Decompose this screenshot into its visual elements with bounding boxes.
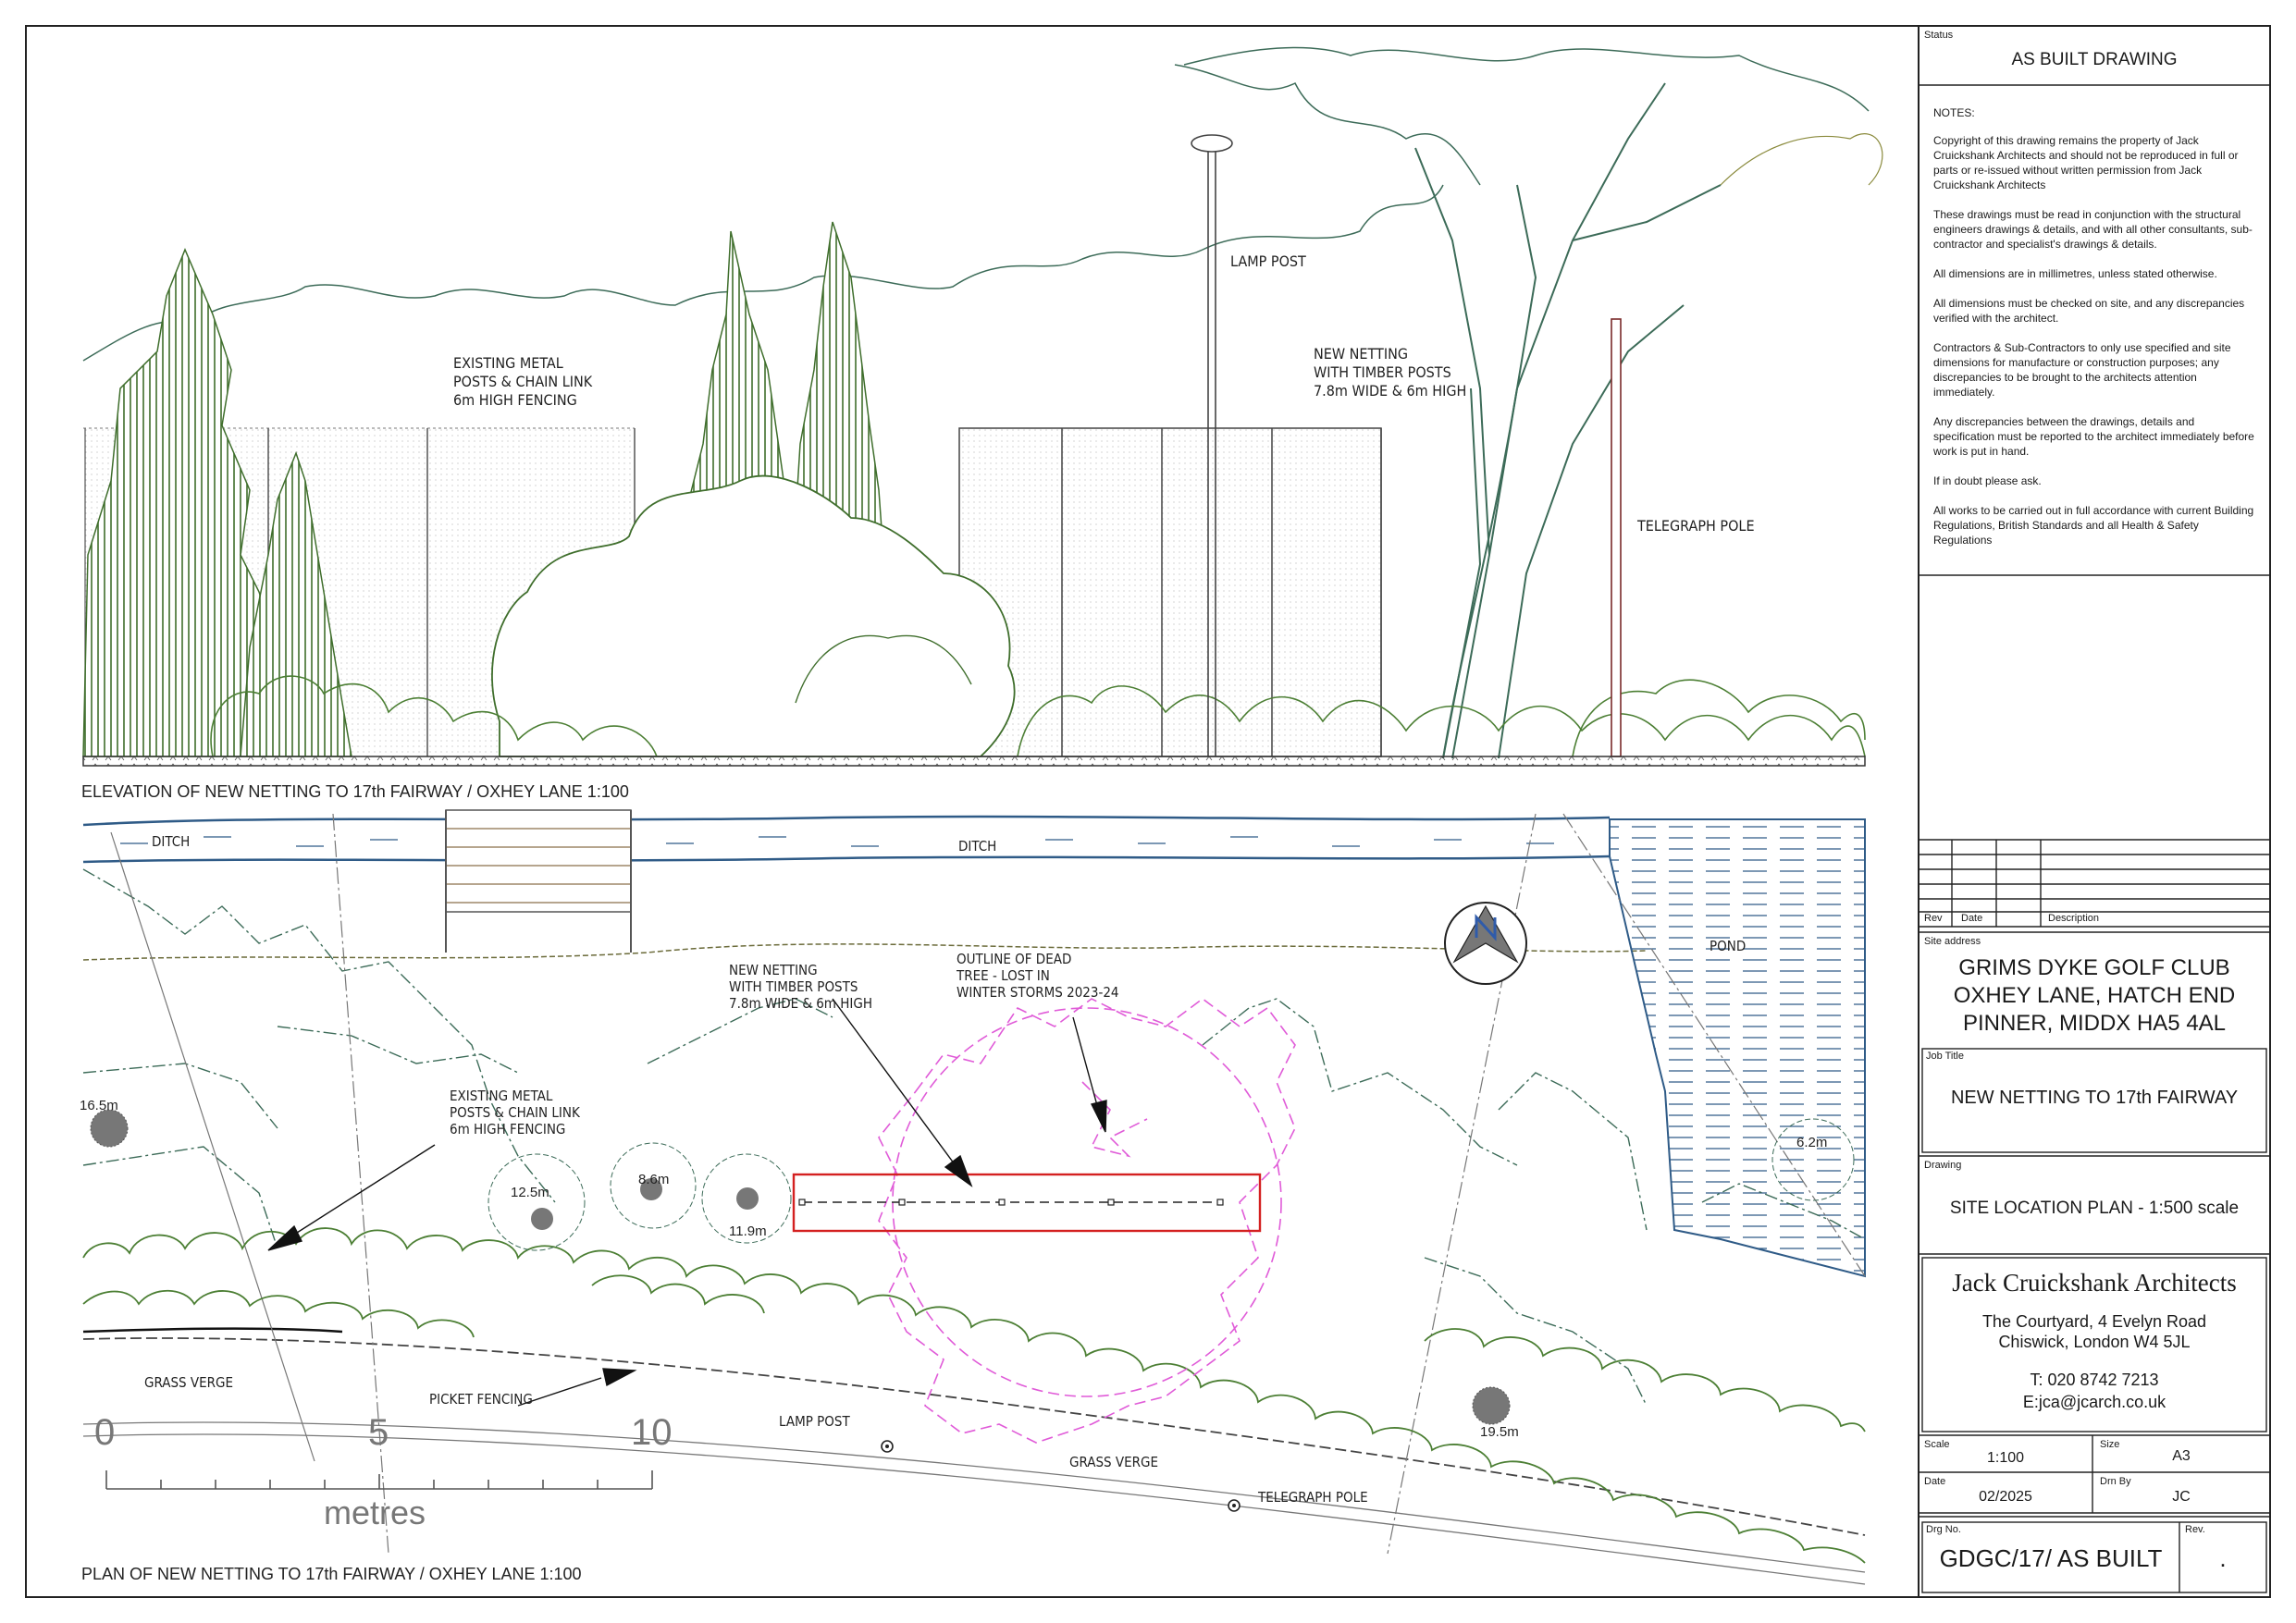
firm-phone: T: 020 8742 7213 [2030, 1371, 2159, 1389]
plan-label-existing-1: EXISTING METAL [450, 1088, 553, 1104]
title-block-frame [1919, 84, 2270, 1593]
sheet-border [25, 25, 2271, 1598]
note-4: All dimensions must be checked on site, … [1933, 297, 2245, 325]
firm-email: E:jca@jcarch.co.uk [2022, 1393, 2166, 1411]
plan-label-new-1: NEW NETTING [729, 962, 818, 978]
rev-value: . [2219, 1544, 2227, 1572]
elevation-caption: ELEVATION OF NEW NETTING TO 17th FAIRWAY… [81, 782, 629, 801]
firm-address: The Courtyard, 4 Evelyn Road Chiswick, L… [1922, 1311, 2266, 1352]
plan-view [82, 809, 1866, 1585]
note-5: Contractors & Sub-Contractors to only us… [1933, 341, 2231, 399]
elevation-label-new-3: 7.8m WIDE & 6m HIGH [1314, 382, 1466, 400]
elevation-label-new-1: NEW NETTING [1314, 345, 1408, 363]
job-title-label: Job Title [1926, 1051, 1964, 1062]
picket-fencing-label: PICKET FENCING [429, 1391, 533, 1408]
note-8: All works to be carried out in full acco… [1933, 504, 2254, 547]
new-netting-plan [792, 1173, 1262, 1233]
firm-address-line-1: The Courtyard, 4 Evelyn Road [1981, 1312, 2207, 1331]
date-column-header: Date [1961, 913, 1983, 924]
plan-label-new-2: WITH TIMBER POSTS [729, 978, 858, 995]
ditch-label-1: DITCH [152, 833, 190, 850]
note-3: All dimensions are in millimetres, unles… [1933, 267, 2217, 280]
note-2: These drawings must be read in conjuncti… [1933, 208, 2253, 251]
site-address: GRIMS DYKE GOLF CLUB OXHEY LANE, HATCH E… [1919, 954, 2270, 1038]
plan-label-existing-2: POSTS & CHAIN LINK [450, 1104, 581, 1121]
tree-height-6: 19.5m [1480, 1424, 1519, 1440]
status-label: Status [1924, 30, 1954, 41]
pond-label: POND [1710, 938, 1746, 954]
job-title: NEW NETTING TO 17th FAIRWAY [1950, 1088, 2239, 1108]
ditch-label-2: DITCH [958, 838, 996, 855]
drawing-title: SITE LOCATION PLAN - 1:500 scale [1949, 1199, 2240, 1218]
drg-no-value: GDGC/17/ AS BUILT [1939, 1544, 2163, 1572]
status-value: AS BUILT DRAWING [2011, 50, 2178, 69]
tree-height-4: 11.9m [729, 1223, 767, 1239]
grass-verge-label-2: GRASS VERGE [1069, 1454, 1158, 1470]
elevation-label-new-2: WITH TIMBER POSTS [1314, 363, 1451, 381]
plan-label-existing-3: 6m HIGH FENCING [450, 1121, 565, 1137]
rev-column-header: Rev [1924, 913, 1943, 924]
firm-name: Jack Cruickshank Architects [1952, 1269, 2237, 1297]
drn-by-label: Drn By [2100, 1476, 2131, 1487]
site-address-label: Site address [1924, 936, 1981, 947]
note-1: Copyright of this drawing remains the pr… [1933, 134, 2239, 191]
drn-by-value: JC [2172, 1489, 2191, 1505]
lamp-post-label: LAMP POST [779, 1413, 850, 1430]
tree-height-5: 6.2m [1796, 1135, 1827, 1150]
note-7: If in doubt please ask. [1933, 474, 2042, 487]
plan-label-dead-2: TREE - LOST IN [956, 967, 1050, 984]
note-6: Any discrepancies between the drawings, … [1933, 415, 2254, 458]
plan-caption: PLAN OF NEW NETTING TO 17th FAIRWAY / OX… [81, 1565, 582, 1583]
north-arrow [1444, 902, 1527, 985]
tree-height-3: 8.6m [638, 1172, 669, 1187]
size-value: A3 [2172, 1448, 2191, 1464]
site-address-line-2: OXHEY LANE, HATCH END [1953, 983, 2236, 1008]
tree-height-2: 12.5m [511, 1185, 549, 1200]
firm-address-line-2: Chiswick, London W4 5JL [1998, 1333, 2191, 1351]
elevation-label-lamp: LAMP POST [1230, 252, 1306, 270]
size-label: Size [2100, 1439, 2120, 1450]
scale-tick-0: 0 [94, 1412, 115, 1453]
drawing-label: Drawing [1924, 1160, 1962, 1171]
scale-tick-5: 5 [368, 1412, 389, 1453]
site-address-line-3: PINNER, MIDDX HA5 4AL [1962, 1011, 2227, 1036]
date-value: 02/2025 [1979, 1489, 2032, 1505]
elevation-label-existing-3: 6m HIGH FENCING [453, 391, 577, 409]
telegraph-pole-elevation [1611, 318, 1622, 757]
grass-verge-label-1: GRASS VERGE [144, 1374, 233, 1391]
elevation-label-existing-2: POSTS & CHAIN LINK [453, 373, 593, 390]
site-address-line-1: GRIMS DYKE GOLF CLUB [1958, 955, 2230, 980]
scale-unit: metres [324, 1494, 426, 1531]
elevation-view [82, 46, 1883, 767]
elevation-label-existing-1: EXISTING METAL [453, 354, 563, 372]
date-label: Date [1924, 1476, 1946, 1487]
scale-tick-10: 10 [631, 1412, 673, 1453]
tree-height-1: 16.5m [80, 1098, 118, 1113]
plan-label-new-3: 7.8m WIDE & 6m HIGH [729, 995, 872, 1012]
lamp-post-elevation [1191, 134, 1233, 756]
scale-value: 1:100 [1986, 1450, 2025, 1466]
notes-block: NOTES: Copyright of this drawing remains… [1933, 105, 2257, 547]
drg-no-label: Drg No. [1926, 1524, 1961, 1535]
scale-bar [105, 1470, 653, 1490]
description-column-header: Description [2048, 913, 2100, 924]
telegraph-pole-label: TELEGRAPH POLE [1257, 1489, 1368, 1506]
rev-label: Rev. [2185, 1524, 2205, 1535]
tree-markers [90, 1109, 1855, 1425]
elevation-label-telegraph: TELEGRAPH POLE [1636, 517, 1755, 535]
notes-heading: NOTES: [1933, 106, 1975, 119]
new-netting-elevation [958, 427, 1382, 757]
plan-label-dead-1: OUTLINE OF DEAD [957, 951, 1071, 967]
scale-label: Scale [1924, 1439, 1950, 1450]
plan-label-dead-3: WINTER STORMS 2023-24 [957, 984, 1119, 1001]
